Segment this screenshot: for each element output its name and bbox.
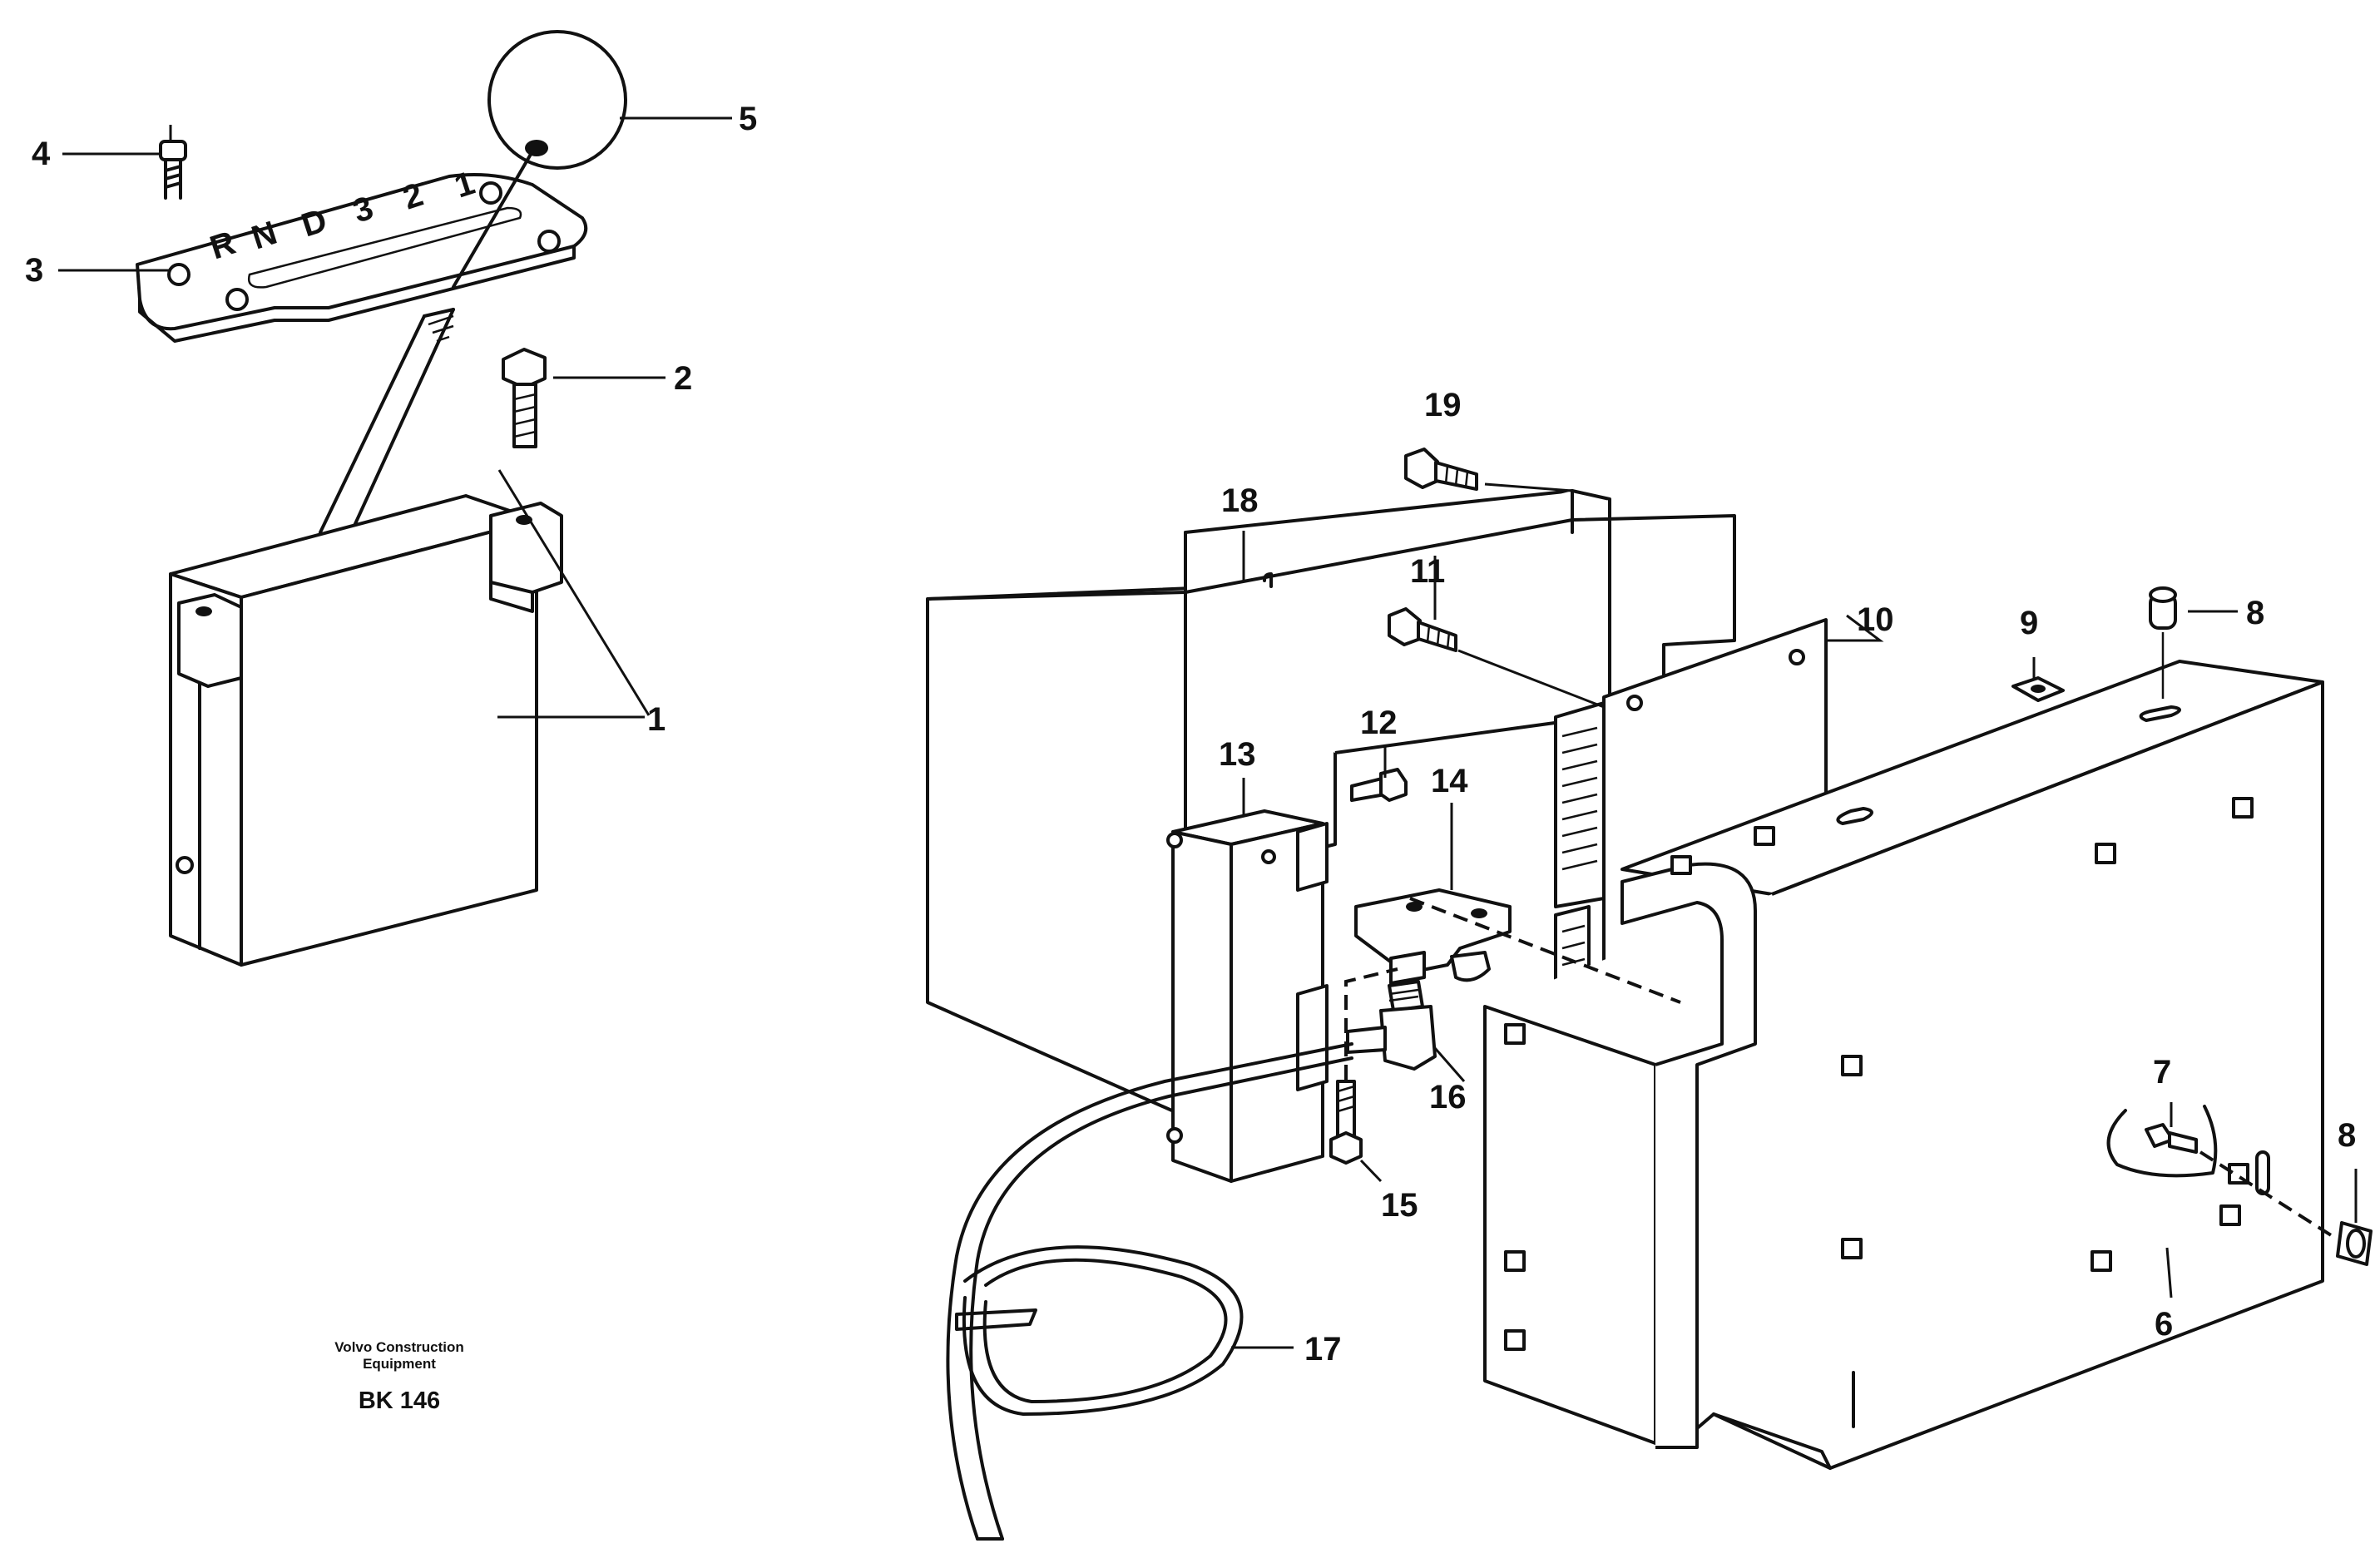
brand-line-2: Equipment: [363, 1356, 436, 1372]
callout-17: 17: [1304, 1331, 1342, 1368]
callout-8-top: 8: [2246, 595, 2264, 631]
diagram-reference: BK 146: [358, 1387, 441, 1414]
callout-9: 9: [2020, 605, 2038, 641]
part-11-screw: [1388, 607, 1457, 652]
part-5-knob: [487, 30, 627, 170]
callout-7: 7: [2153, 1054, 2171, 1091]
part-8-spacer-right: [2336, 1221, 2373, 1266]
part-1-control-unit: [169, 494, 563, 967]
part-4-screw: [159, 140, 187, 200]
part-17-hose: [946, 1042, 1353, 1541]
callout-6: 6: [2155, 1306, 2173, 1343]
callout-19: 19: [1424, 387, 1462, 423]
callout-5: 5: [739, 101, 757, 137]
callout-12: 12: [1360, 705, 1398, 741]
shift-lever-rod: [319, 150, 534, 538]
part-13-relay-box: [1166, 809, 1329, 1183]
part-9-nut: [2011, 676, 2065, 702]
callout-2: 2: [674, 360, 692, 397]
part-16-elbow-fitting: [1346, 980, 1437, 1071]
left-leader-lines: [58, 116, 732, 719]
part-12-screw: [1350, 768, 1408, 802]
callout-4: 4: [32, 136, 51, 172]
part-7-screw: [2106, 1105, 2339, 1241]
part-14-pressure-switch: [1354, 888, 1681, 1004]
brand-caption: Volvo Construction Equipment: [275, 1339, 524, 1373]
callout-18: 18: [1221, 482, 1259, 519]
right-leader-lines: [1231, 482, 2358, 1349]
part-19-screw: [1404, 448, 1478, 491]
callout-3: 3: [25, 252, 43, 289]
part-15-bolt: [1329, 967, 1398, 1165]
part-3-selector-plate: R N D 3 2 1: [136, 165, 588, 343]
callout-1: 1: [647, 701, 666, 738]
part-6-housing: [1483, 660, 2324, 1470]
brand-line-1: Volvo Construction: [334, 1339, 464, 1355]
callout-14: 14: [1431, 763, 1468, 799]
callout-11: 11: [1410, 553, 1445, 590]
callout-15: 15: [1381, 1187, 1418, 1224]
callout-13: 13: [1219, 736, 1256, 773]
part-8-spacer-top: [2149, 586, 2177, 699]
callout-8-right: 8: [2338, 1117, 2356, 1154]
part-2-bolt: [502, 348, 547, 448]
callout-10: 10: [1857, 601, 1894, 638]
callout-16: 16: [1429, 1079, 1467, 1115]
